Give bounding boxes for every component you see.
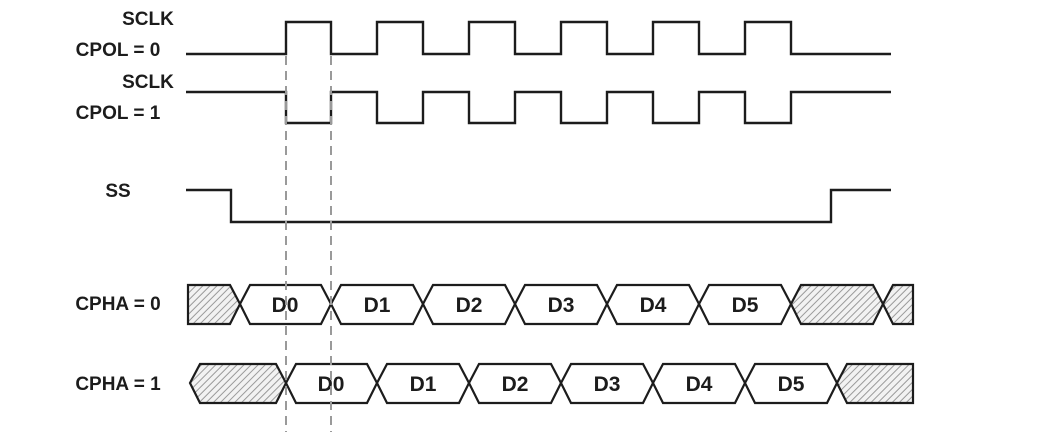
cpha0-bit-d4: D4 — [640, 294, 667, 317]
cpha0-bit-d1: D1 — [364, 294, 391, 317]
cpha1-bit-d5: D5 — [778, 373, 805, 396]
sclk-cpol0-waveform — [186, 20, 891, 56]
cpha0-bit-d5: D5 — [732, 294, 759, 317]
cpha1-bit-d0: D0 — [318, 373, 345, 396]
cpha1-idle-end — [835, 362, 915, 405]
cpha1-bus: D0 D1 D2 D3 D4 D5 — [188, 362, 915, 405]
cpha0-bus: D0 D1 D2 D3 D4 D5 — [186, 283, 915, 326]
sclk-cpol0-label-line2: CPOL = 0 — [76, 40, 161, 61]
cpha1-bit-d2: D2 — [502, 373, 529, 396]
cpha1-bit-d3: D3 — [594, 373, 621, 396]
cpha1-bit-d1: D1 — [410, 373, 437, 396]
cpha0-idle-mid — [789, 283, 885, 326]
cpha0-label: CPHA = 0 — [75, 294, 160, 315]
ss-label: SS — [105, 181, 130, 202]
sclk-cpol1-label-line1: SCLK — [122, 72, 174, 93]
cpha1-label: CPHA = 1 — [75, 374, 161, 395]
ss-waveform — [186, 188, 891, 224]
sclk-cpol0-label-line1: SCLK — [122, 9, 174, 30]
cpha0-idle-start — [186, 283, 242, 326]
cpha1-bit-d4: D4 — [686, 373, 713, 396]
cpha0-bit-d0: D0 — [272, 294, 299, 317]
cpha1-idle-start — [188, 362, 288, 405]
cpha0-bit-d2: D2 — [456, 294, 483, 317]
cpha0-idle-end — [881, 283, 915, 326]
sclk-cpol1-label-line2: CPOL = 1 — [76, 103, 161, 124]
cpha0-bit-d3: D3 — [548, 294, 575, 317]
sclk-cpol1-waveform — [186, 90, 891, 125]
